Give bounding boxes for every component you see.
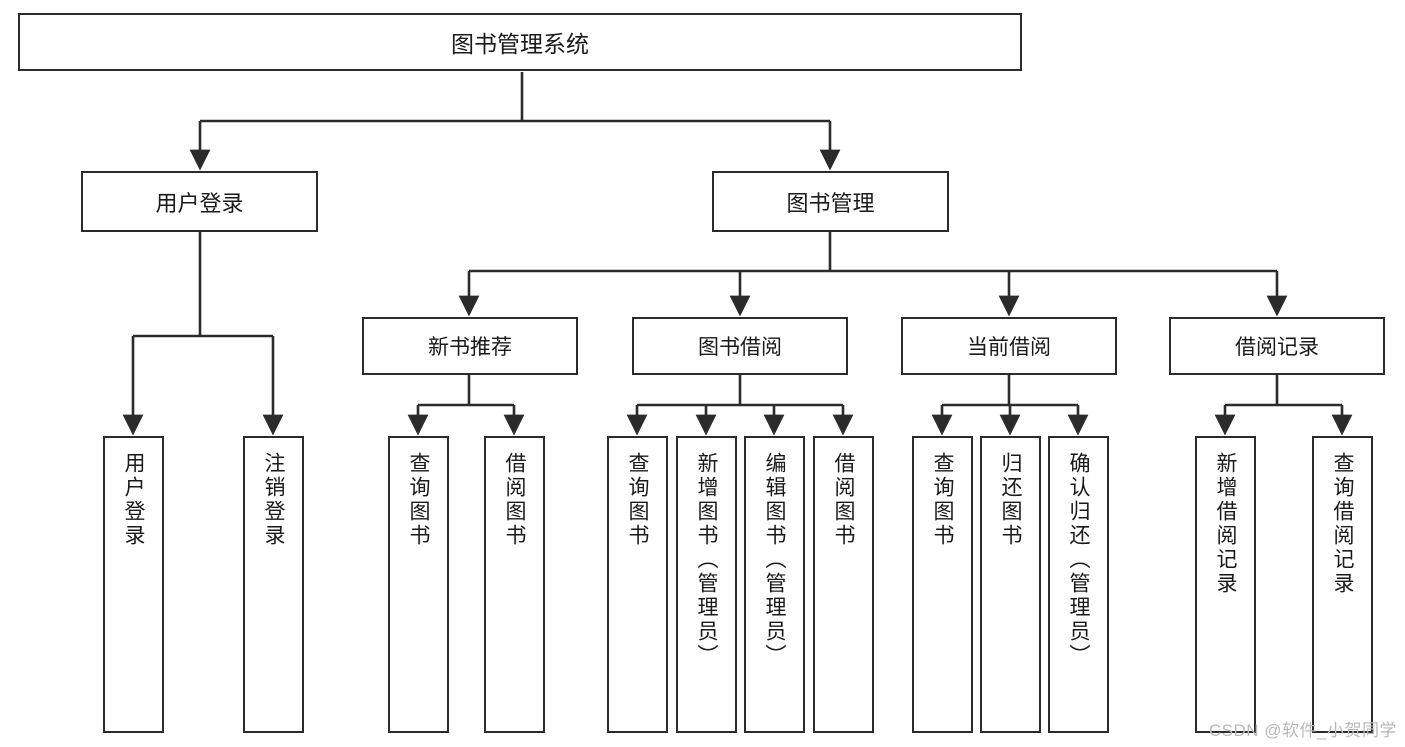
node-label: 借阅图书	[832, 452, 855, 548]
leaf-book-borrow-edit-book-admin[interactable]: 编辑图书（管理员）	[744, 436, 805, 733]
node-label: 新书推荐	[428, 336, 512, 359]
leaf-current-borrow-return-book[interactable]: 归还图书	[980, 436, 1041, 733]
node-new-book-recommend[interactable]: 新书推荐	[362, 317, 578, 375]
node-label: 借阅图书	[503, 452, 526, 548]
leaf-book-borrow-query-book[interactable]: 查询图书	[607, 436, 668, 733]
leaf-current-borrow-query-book[interactable]: 查询图书	[912, 436, 973, 733]
node-label: 注销登录	[262, 452, 285, 548]
node-label: 新增借阅记录	[1214, 452, 1237, 596]
node-label: 查询图书	[407, 452, 430, 548]
node-label: 图书借阅	[698, 336, 782, 359]
node-book-management[interactable]: 图书管理	[712, 171, 949, 232]
node-label: 查询图书	[931, 452, 954, 548]
leaf-book-borrow-borrow-book[interactable]: 借阅图书	[813, 436, 874, 733]
leaf-user-login-login[interactable]: 用户登录	[103, 436, 164, 733]
node-label: 确认归还（管理员）	[1067, 452, 1090, 668]
node-label: 用户登录	[155, 190, 244, 216]
leaf-borrow-record-query-record[interactable]: 查询借阅记录	[1312, 436, 1373, 733]
node-label: 图书管理	[786, 190, 875, 216]
leaf-book-borrow-add-book-admin[interactable]: 新增图书（管理员）	[676, 436, 737, 733]
leaf-new-book-borrow-book[interactable]: 借阅图书	[484, 436, 545, 733]
node-label: 借阅记录	[1235, 336, 1319, 359]
node-borrow-record[interactable]: 借阅记录	[1169, 317, 1385, 375]
node-book-borrow[interactable]: 图书借阅	[632, 317, 848, 375]
node-root-library-system[interactable]: 图书管理系统	[18, 13, 1022, 71]
leaf-borrow-record-add-record[interactable]: 新增借阅记录	[1195, 436, 1256, 733]
node-current-borrow[interactable]: 当前借阅	[901, 317, 1117, 375]
node-label: 归还图书	[999, 452, 1022, 548]
node-user-login[interactable]: 用户登录	[81, 171, 318, 232]
node-label: 图书管理系统	[451, 31, 589, 57]
leaf-new-book-query-book[interactable]: 查询图书	[388, 436, 449, 733]
node-label: 查询借阅记录	[1331, 452, 1354, 596]
leaf-user-login-logout[interactable]: 注销登录	[243, 436, 304, 733]
watermark: CSDN @软件_小贺同学	[1208, 721, 1397, 740]
node-label: 查询图书	[626, 452, 649, 548]
node-label: 用户登录	[122, 452, 145, 548]
node-label: 当前借阅	[967, 336, 1051, 359]
node-label: 编辑图书（管理员）	[763, 452, 786, 668]
leaf-current-borrow-confirm-return-admin[interactable]: 确认归还（管理员）	[1048, 436, 1109, 733]
node-label: 新增图书（管理员）	[695, 452, 718, 668]
